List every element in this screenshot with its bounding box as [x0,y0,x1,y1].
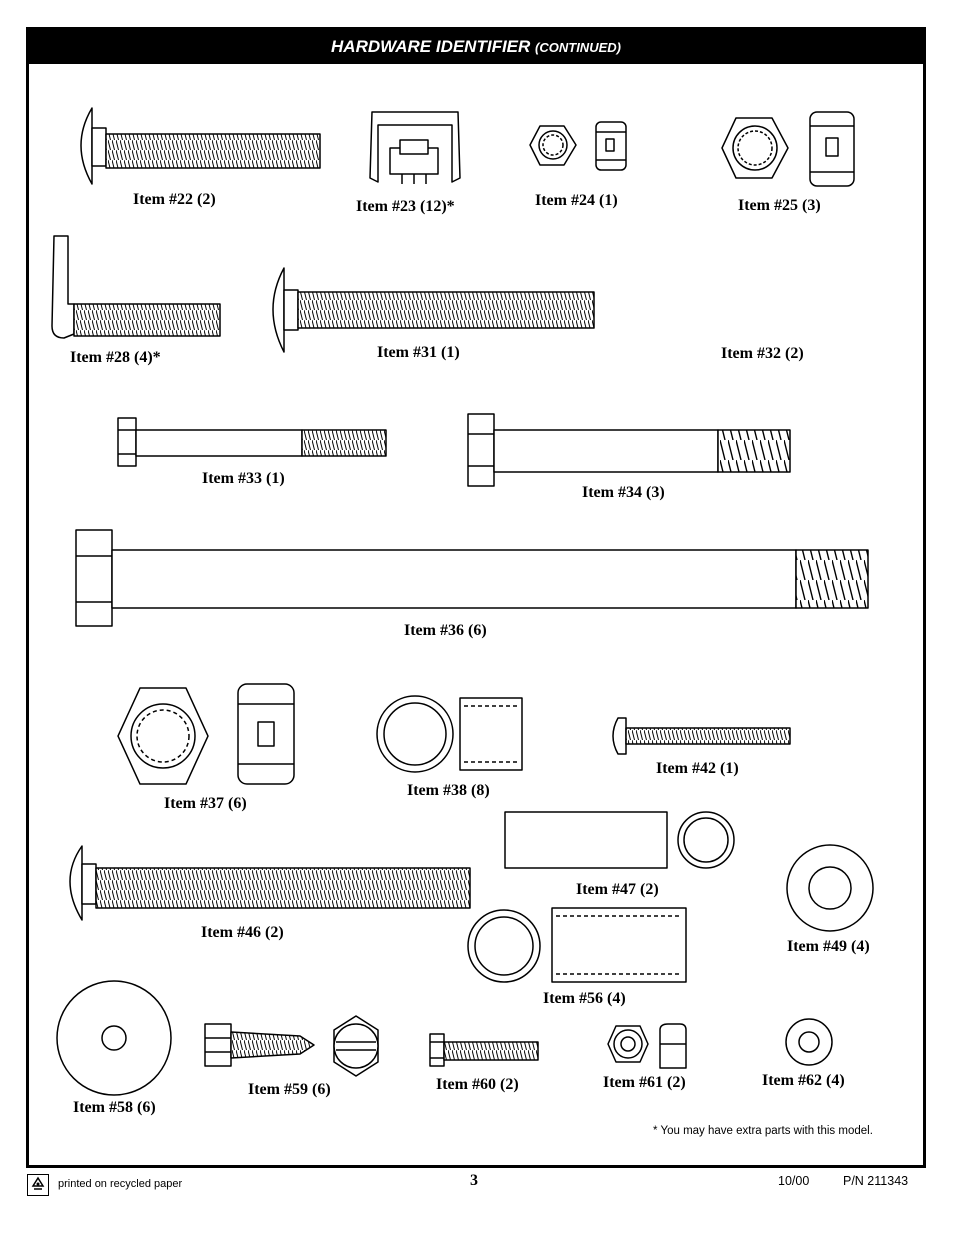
item-25-label: Item #25 (3) [738,197,821,214]
section-title: HARDWARE IDENTIFIER [331,37,531,56]
item-24-nut [529,121,627,171]
section-subtitle: (CONTINUED) [535,40,621,55]
extra-parts-footnote: * You may have extra parts with this mod… [653,1125,873,1137]
item-34-label: Item #34 (3) [582,484,665,501]
item-46-label: Item #46 (2) [201,924,284,941]
item-24-label: Item #24 (1) [535,192,618,209]
recycle-icon [27,1174,49,1196]
item-23-label: Item #23 (12)* [356,198,455,215]
item-49-label: Item #49 (4) [787,938,870,955]
page-frame: HARDWARE IDENTIFIER (CONTINUED) [26,27,926,1168]
item-62-washer [785,1018,833,1066]
item-36-label: Item #36 (6) [404,622,487,639]
recycled-paper-note: printed on recycled paper [58,1178,183,1190]
revision-date: 10/00 [778,1174,810,1188]
item-32-label: Item #32 (2) [721,345,804,362]
item-28-label: Item #28 (4)* [70,349,161,366]
item-62-label: Item #62 (4) [762,1072,845,1089]
item-58-washer [56,980,172,1096]
item-58-label: Item #58 (6) [73,1099,156,1116]
item-25-nut [721,111,855,187]
item-49-washer [786,844,874,932]
item-59-label: Item #59 (6) [248,1081,331,1098]
item-47-label: Item #47 (2) [576,881,659,898]
item-33-label: Item #33 (1) [202,470,285,487]
item-23-clip [369,111,461,184]
item-61-lock-nut [607,1023,687,1069]
item-42-label: Item #42 (1) [656,760,739,777]
item-37-label: Item #37 (6) [164,795,247,812]
item-46-carriage-bolt [69,845,471,921]
item-56-label: Item #56 (4) [543,990,626,1007]
item-60-hex-bolt [429,1033,539,1067]
section-header: HARDWARE IDENTIFIER (CONTINUED) [29,30,923,64]
item-59-screw [204,1015,379,1077]
item-33-hex-bolt [117,417,387,467]
item-22-label: Item #22 (2) [133,191,216,208]
item-37-nut [117,683,295,785]
item-60-label: Item #60 (2) [436,1076,519,1093]
item-22-carriage-bolt [80,107,321,185]
item-56-spacer [467,907,687,983]
part-number: P/N 211343 [843,1174,909,1188]
item-34-hex-bolt [467,413,791,487]
item-31-carriage-bolt [272,267,595,353]
item-38-label: Item #38 (8) [407,782,490,799]
item-61-label: Item #61 (2) [603,1074,686,1091]
item-38-spacer [376,695,523,773]
item-28-l-bolt [51,235,221,339]
page-number: 3 [470,1172,478,1189]
item-31-label: Item #31 (1) [377,344,460,361]
item-36-hex-bolt [75,529,869,627]
item-47-tube [504,811,735,869]
item-42-screw [612,717,791,755]
